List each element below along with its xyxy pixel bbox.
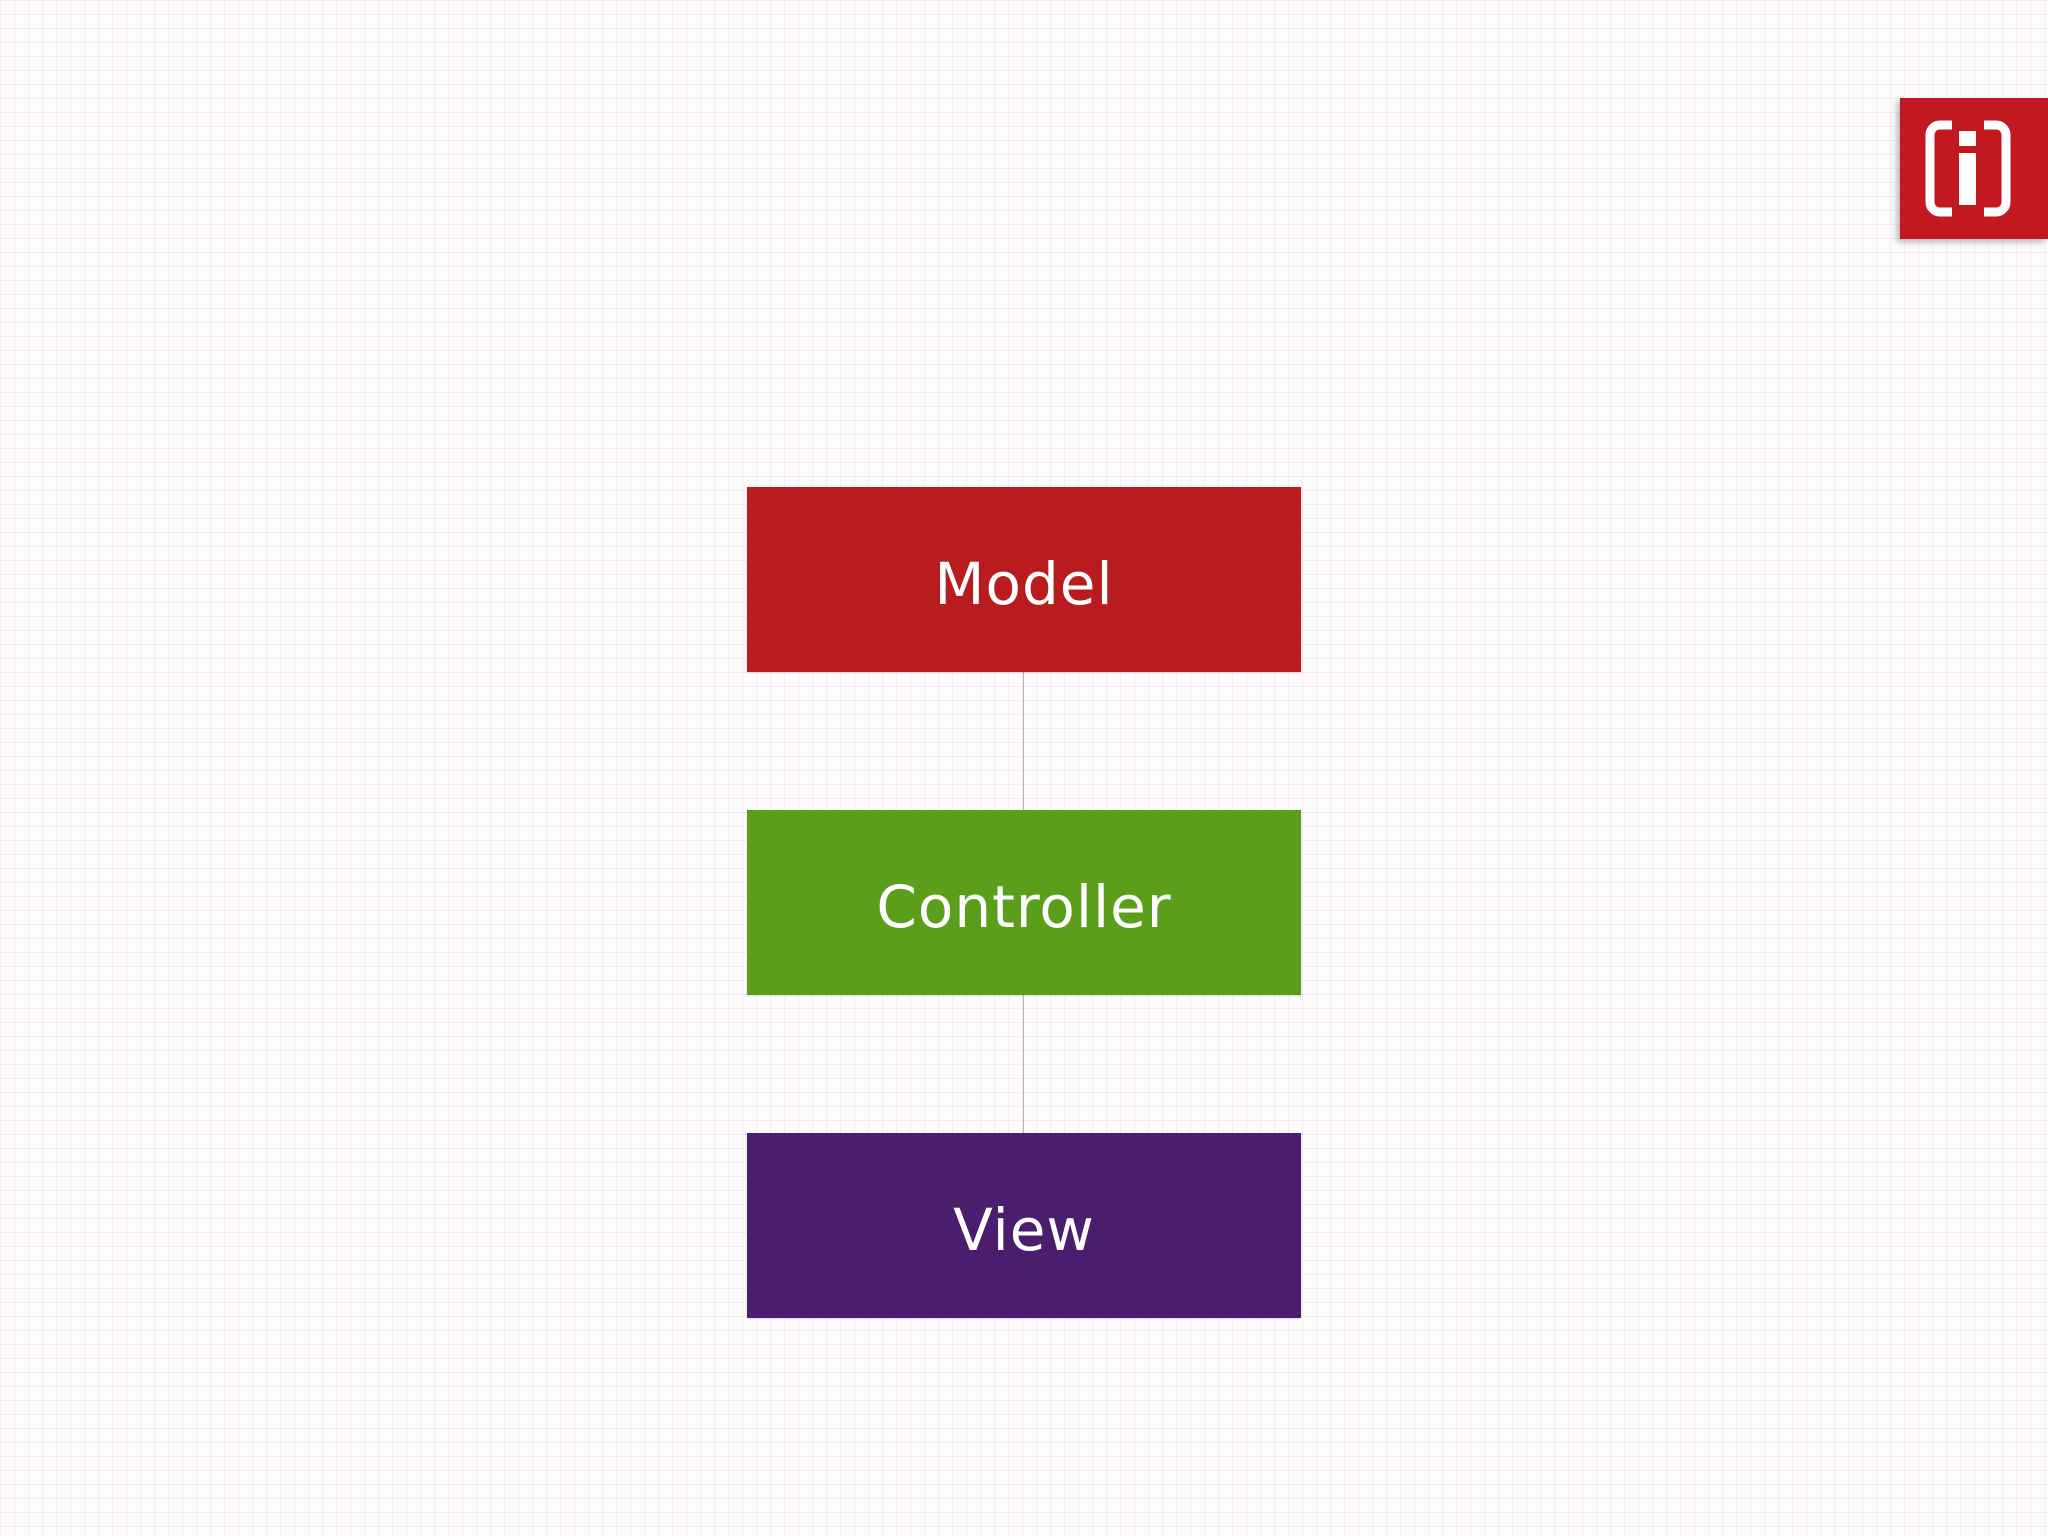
connector-controller-view: [1023, 995, 1024, 1133]
info-i-logo-icon: [1900, 98, 2048, 239]
connector-model-controller: [1023, 672, 1024, 810]
controller-label: Controller: [876, 872, 1172, 941]
model-label: Model: [934, 549, 1114, 618]
view-label: View: [953, 1195, 1095, 1264]
controller-box: Controller: [747, 810, 1301, 995]
logo-badge: [1900, 98, 2048, 239]
view-box: View: [747, 1133, 1301, 1318]
model-box: Model: [747, 487, 1301, 672]
